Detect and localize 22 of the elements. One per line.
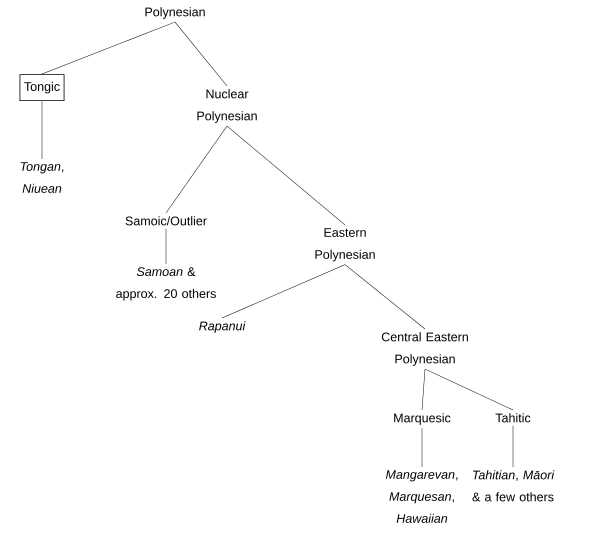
family-label: Central Eastern Polynesian (382, 332, 468, 366)
tree-branch (424, 368, 514, 410)
tree-branch (226, 126, 346, 226)
tree-branch (42, 22, 176, 74)
family-label: Nuclear Polynesian (197, 89, 257, 123)
language-list: Tongan, Niuean (20, 162, 64, 193)
language-name: Rapanui (199, 321, 246, 333)
family-label: Polynesian (145, 7, 205, 19)
language-list: Samoan & approx. 20 others (116, 267, 216, 300)
language-list: Tahitian, Māori & a few others (472, 470, 554, 502)
family-label: Marquesic (394, 413, 450, 425)
tree-branch (344, 264, 426, 330)
tree-branch (174, 22, 228, 86)
family-label: Tahitic (496, 413, 530, 422)
tree-branch (422, 368, 426, 410)
tree-branch (512, 425, 514, 468)
family-label: Eastern Polynesian (315, 228, 375, 262)
boxed-family-label: Tongic (20, 74, 64, 101)
language-list: Mangarevan, Marquesan, Hawaiian (386, 470, 458, 523)
tree-branch (166, 126, 228, 214)
tree-branch (222, 264, 346, 318)
family-label: Samoic/Outlier (126, 216, 207, 226)
